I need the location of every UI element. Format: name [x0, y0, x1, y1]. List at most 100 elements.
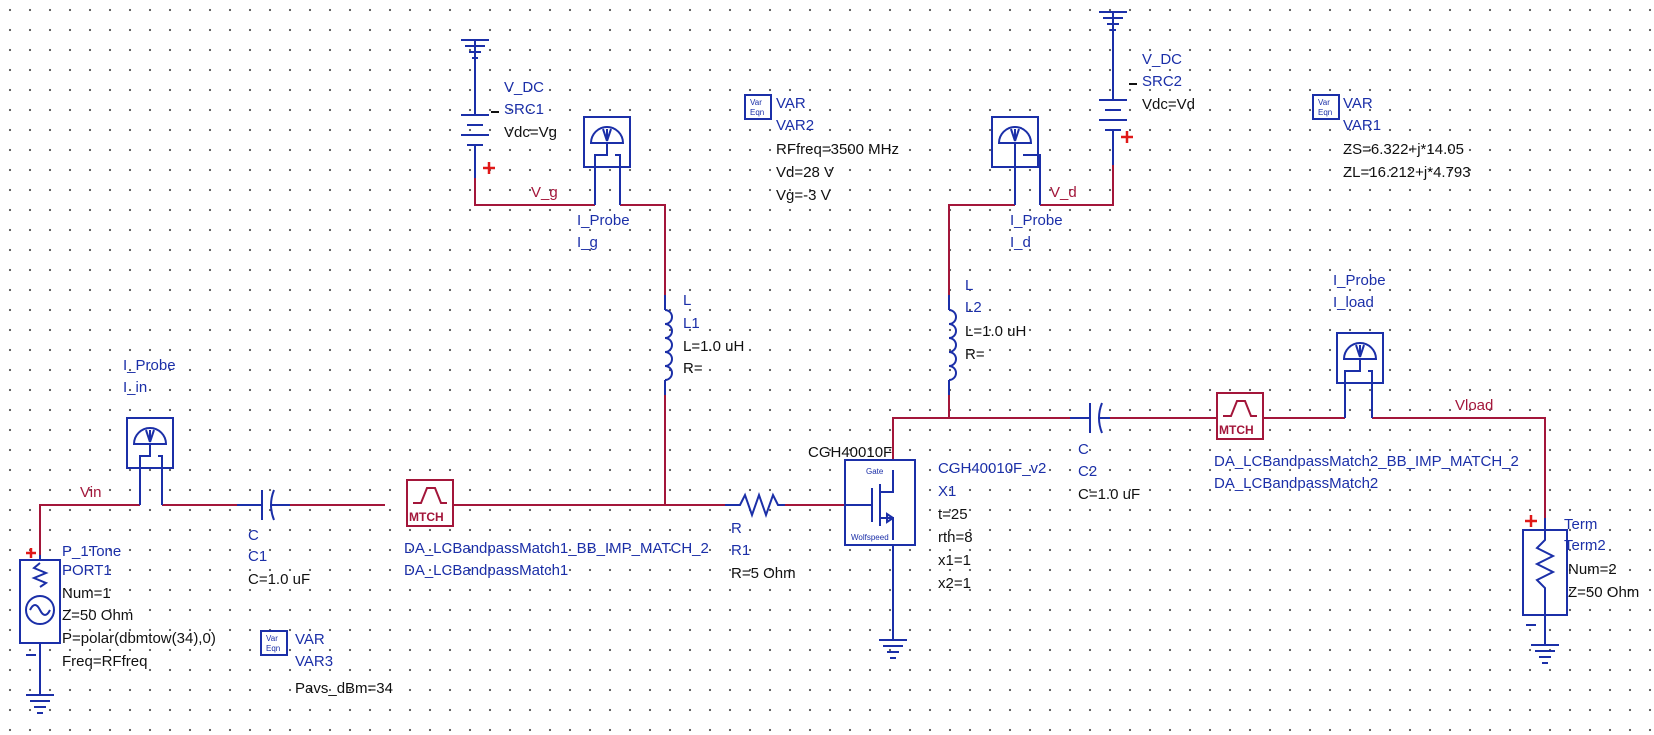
transistor-name: X1	[938, 483, 956, 500]
transistor-x2-param: x2=1	[938, 575, 971, 592]
c2-value: C=1.0 uF	[1078, 486, 1140, 503]
var2-line1: RFfreq=3500 MHz	[776, 141, 899, 158]
capacitor-c2[interactable]	[1070, 402, 1110, 434]
l1-type: L	[683, 292, 691, 309]
port1-source[interactable]	[19, 548, 61, 714]
var3-name: VAR3	[295, 653, 333, 670]
current-probe-d[interactable]	[991, 116, 1041, 205]
match-block-1[interactable]	[406, 479, 454, 527]
port1-name: PORT1	[62, 562, 112, 579]
l2-resistance: R=	[965, 346, 985, 363]
match1-symbol: MTCH	[409, 510, 444, 524]
dc-source-src2[interactable]	[1099, 11, 1137, 165]
var2-line3: Vg=-3 V	[776, 187, 831, 204]
r1-value: R=5 Ohm	[731, 565, 796, 582]
var1-type: VAR	[1343, 95, 1373, 112]
probe-d-type: I_Probe	[1010, 212, 1063, 229]
l2-value: L=1.0 uH	[965, 323, 1026, 340]
probe-g-name: I_g	[577, 234, 598, 251]
r1-type: R	[731, 520, 742, 537]
svg-text:Eqn: Eqn	[266, 644, 280, 653]
wire-vg-net	[474, 178, 595, 206]
l1-resistance: R=	[683, 360, 703, 377]
var2-type: VAR	[776, 95, 806, 112]
wire-l1-up	[620, 204, 666, 295]
wire-l2-up	[948, 204, 1015, 295]
ground-symbol-term2	[1531, 644, 1559, 664]
src1-name: SRC1	[504, 101, 544, 118]
probe-load-name: I_load	[1333, 294, 1374, 311]
var2-line2: Vd=28 V	[776, 164, 834, 181]
port1-power: P=polar(dbmtow(34),0)	[62, 630, 216, 647]
match-block-2[interactable]	[1216, 392, 1264, 440]
r1-name: R1	[731, 542, 750, 559]
transistor-t: t=25	[938, 506, 968, 523]
probe-g-type: I_Probe	[577, 212, 630, 229]
net-label-vload: Vload	[1455, 397, 1493, 414]
probe-in-name: I_in	[123, 379, 147, 396]
transistor-x1-param: x1=1	[938, 552, 971, 569]
svg-text:Eqn: Eqn	[750, 108, 764, 117]
transistor-rth: rth=8	[938, 529, 973, 546]
inductor-l1[interactable]	[664, 295, 673, 395]
var3-equation-block[interactable]: Var Eqn	[260, 630, 288, 656]
dc-source-src1[interactable]	[461, 39, 499, 178]
match2-type: DA_LCBandpassMatch2_BB_IMP_MATCH_2	[1214, 453, 1519, 470]
var1-line2: ZL=16.212+j*4.793	[1343, 164, 1471, 181]
match2-symbol: MTCH	[1219, 423, 1254, 437]
c1-type: C	[248, 527, 259, 544]
wire-vd-net	[1040, 165, 1114, 206]
net-label-v-g: V_g	[531, 184, 558, 201]
match2-name: DA_LCBandpassMatch2	[1214, 475, 1378, 492]
var1-line1: ZS=6.322+j*14.05	[1343, 141, 1464, 158]
port1-z: Z=50 Ohm	[62, 607, 133, 624]
match1-type: DA_LCBandpassMatch1_BB_IMP_MATCH_2	[404, 540, 709, 557]
probe-in-type: I_Probe	[123, 357, 176, 374]
l1-name: L1	[683, 315, 700, 332]
src2-name: SRC2	[1142, 73, 1182, 90]
transistor-brand: Wolfspeed	[851, 533, 889, 542]
svg-text:Var: Var	[750, 98, 762, 107]
current-probe-in[interactable]	[126, 417, 174, 505]
src2-type: V_DC	[1142, 51, 1182, 68]
transistor-pin-gate: Gate	[866, 467, 884, 476]
var3-type: VAR	[295, 631, 325, 648]
resistor-r1[interactable]	[725, 491, 785, 519]
port1-freq: Freq=RFfreq	[62, 653, 147, 670]
term2-name: Term2	[1564, 537, 1606, 554]
svg-text:Var: Var	[266, 634, 278, 643]
term2-load[interactable]	[1522, 515, 1568, 664]
svg-text:Eqn: Eqn	[1318, 108, 1332, 117]
net-label-vin: Vin	[80, 484, 101, 501]
transistor-model: CGH40010F_v2	[938, 460, 1046, 477]
wire-vload-net	[1372, 417, 1546, 518]
svg-text:Var: Var	[1318, 98, 1330, 107]
port1-num: Num=1	[62, 585, 111, 602]
transistor-x1[interactable]: Gate Wolfspeed	[844, 459, 916, 659]
capacitor-c1[interactable]	[237, 489, 290, 521]
current-probe-g[interactable]	[583, 116, 631, 205]
c1-value: C=1.0 uF	[248, 571, 310, 588]
current-probe-load[interactable]	[1336, 332, 1384, 418]
var2-equation-block[interactable]: Var Eqn	[744, 94, 772, 120]
var1-equation-block[interactable]: Var Eqn	[1312, 94, 1340, 120]
probe-load-type: I_Probe	[1333, 272, 1386, 289]
port1-type: P_1Tone	[62, 543, 121, 560]
var1-name: VAR1	[1343, 117, 1381, 134]
term2-num: Num=2	[1568, 561, 1617, 578]
term2-z: Z=50 Ohm	[1568, 584, 1639, 601]
net-label-v-d: V_d	[1050, 184, 1077, 201]
l2-type: L	[965, 277, 973, 294]
match1-name: DA_LCBandpassMatch1	[404, 562, 568, 579]
probe-d-name: I_d	[1010, 234, 1031, 251]
ground-symbol-port1	[26, 694, 54, 714]
transistor-part: CGH40010F	[808, 444, 892, 461]
inductor-l2[interactable]	[948, 295, 957, 395]
wires	[39, 165, 1546, 612]
c2-type: C	[1078, 441, 1089, 458]
var2-name: VAR2	[776, 117, 814, 134]
src2-voltage: Vdc=Vd	[1142, 96, 1195, 113]
l1-value: L=1.0 uH	[683, 338, 744, 355]
